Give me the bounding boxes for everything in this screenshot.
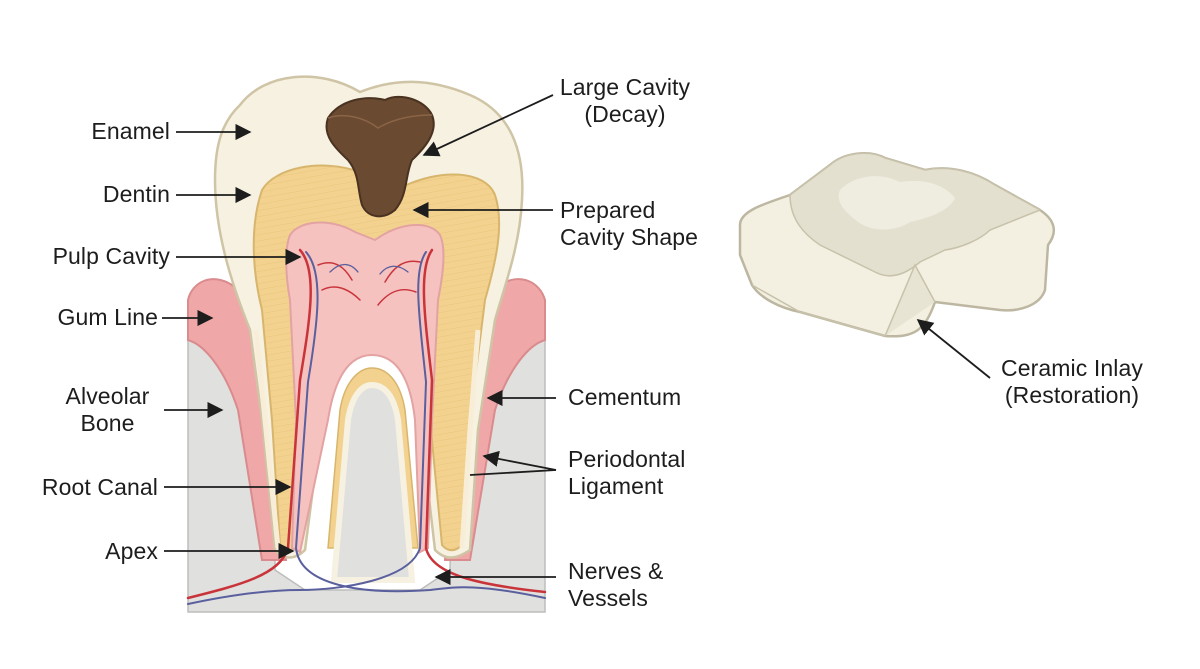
label-gum-line: Gum Line xyxy=(57,304,158,330)
label-periodontal-ligament-line1: Periodontal xyxy=(568,446,686,472)
label-periodontal-ligament: Periodontal Ligament xyxy=(568,446,718,500)
label-alveolar-bone: Alveolar Bone xyxy=(55,383,160,437)
label-alveolar-bone-line2: Bone xyxy=(80,410,135,436)
label-periodontal-ligament-line2: Ligament xyxy=(568,473,664,499)
label-large-cavity-line2: (Decay) xyxy=(584,101,666,127)
decay-cavity xyxy=(325,95,435,218)
cementum-edge xyxy=(459,329,481,549)
inter-root-bone xyxy=(330,381,416,583)
label-cementum: Cementum xyxy=(568,384,682,410)
label-nerves-vessels-line1: Nerves & xyxy=(568,558,664,584)
label-nerves-vessels-line2: Vessels xyxy=(568,585,648,611)
label-prepared-cavity: Prepared Cavity Shape xyxy=(560,197,720,251)
label-alveolar-bone-line1: Alveolar xyxy=(65,383,150,409)
label-ceramic-inlay-line2: (Restoration) xyxy=(1004,382,1140,408)
label-ceramic-inlay: Ceramic Inlay (Restoration) xyxy=(992,355,1152,409)
pulp-chamber xyxy=(285,221,445,554)
label-prepared-cavity-line2: Cavity Shape xyxy=(560,224,698,250)
label-nerves-vessels: Nerves & Vessels xyxy=(568,558,688,612)
leader-lines xyxy=(162,94,991,586)
label-apex: Apex xyxy=(105,538,158,564)
nerves-vessels xyxy=(186,248,547,605)
label-pulp-cavity: Pulp Cavity xyxy=(52,243,170,269)
label-large-cavity-line1: Large Cavity xyxy=(559,74,691,100)
label-root-canal: Root Canal xyxy=(41,474,158,500)
label-enamel: Enamel xyxy=(91,118,170,144)
ceramic-inlay xyxy=(738,152,1056,338)
label-large-cavity: Large Cavity (Decay) xyxy=(555,74,695,128)
label-prepared-cavity-line1: Prepared xyxy=(560,197,656,223)
label-dentin: Dentin xyxy=(102,181,170,207)
label-ceramic-inlay-line1: Ceramic Inlay xyxy=(1001,355,1143,381)
